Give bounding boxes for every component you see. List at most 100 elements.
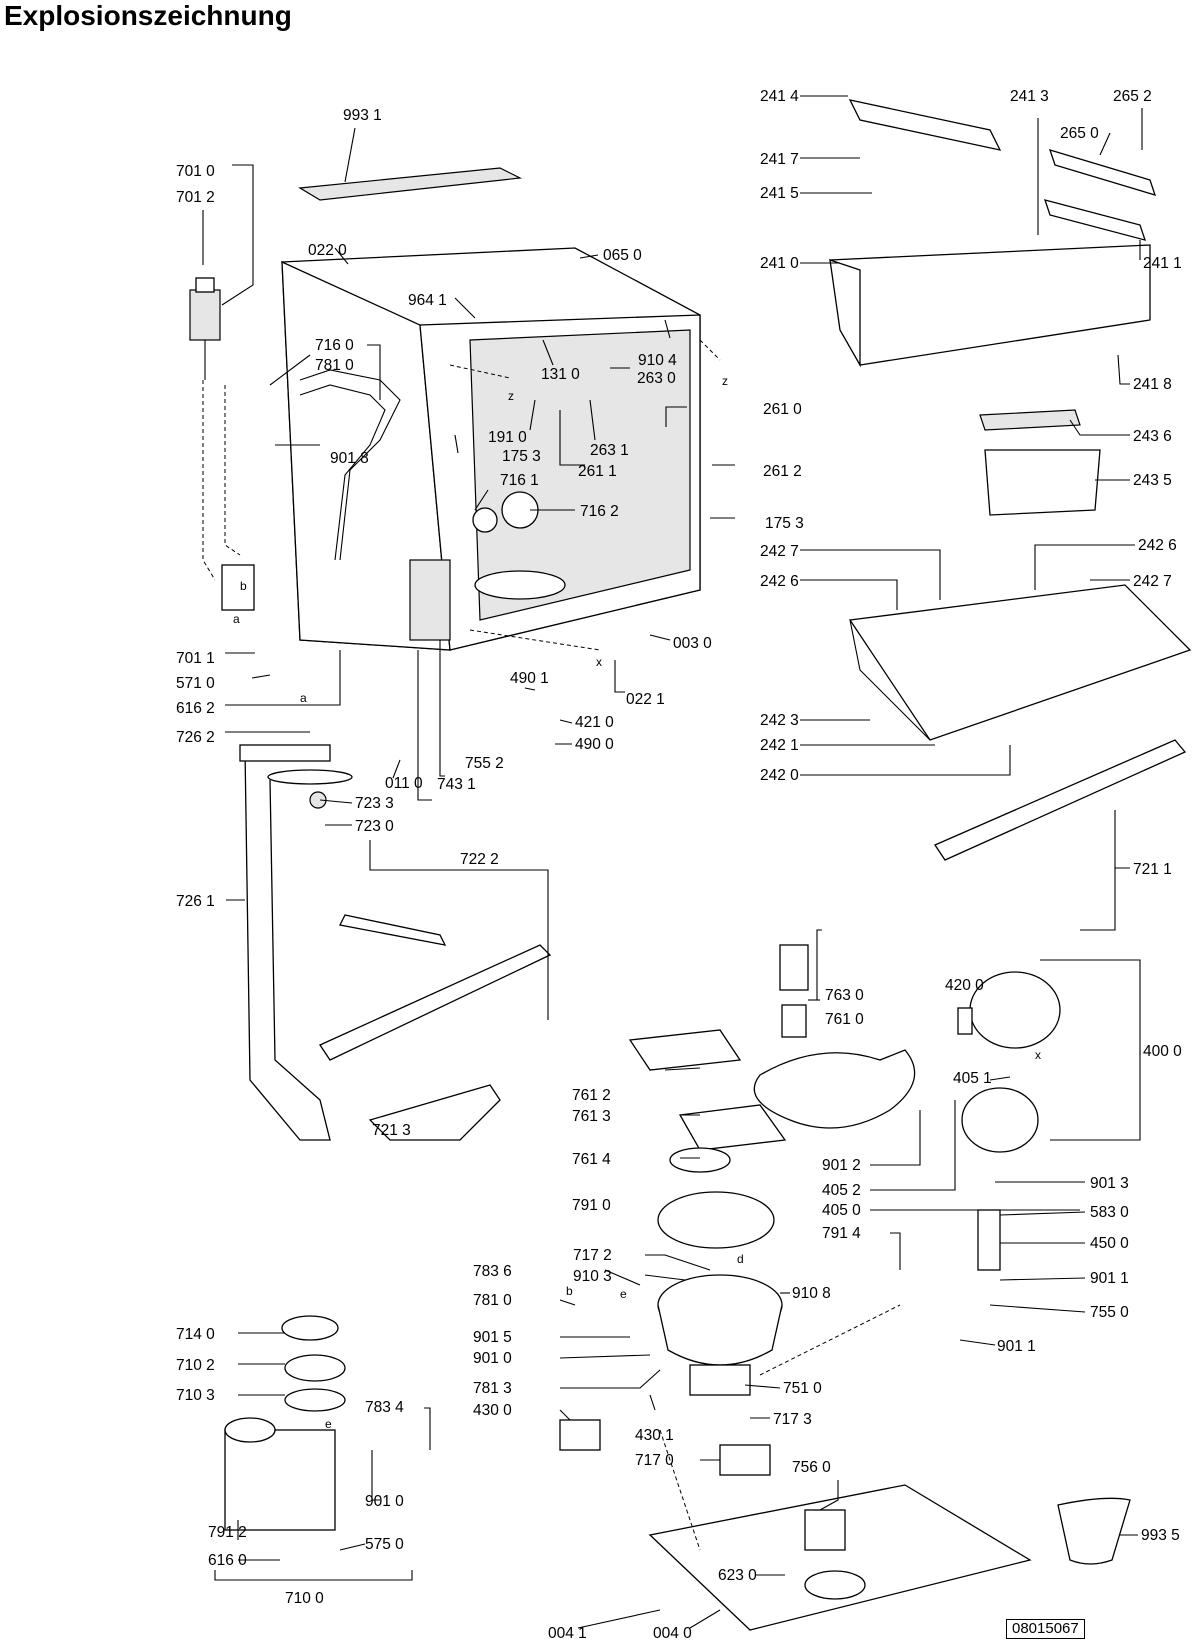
- part-label: 263 0: [637, 370, 676, 387]
- part-label: 065 0: [603, 247, 642, 264]
- part-label: 964 1: [408, 292, 447, 309]
- part-labels: 993 1 701 0 701 2 022 0 065 0 964 1 716 …: [176, 88, 1182, 1642]
- part-label: 241 0: [760, 255, 799, 272]
- part-label: 241 3: [1010, 88, 1049, 105]
- part-label: 716 1: [500, 472, 539, 489]
- marker-letter: x: [596, 655, 602, 669]
- part-label: 011 0: [385, 775, 423, 792]
- part-label: 701 2: [176, 189, 215, 206]
- part-label: 242 3: [760, 712, 799, 729]
- part-label: 791 2: [208, 1524, 247, 1541]
- drawing-number: 08015067: [1006, 1619, 1085, 1639]
- part-label: 993 1: [343, 107, 382, 124]
- part-label: 701 0: [176, 163, 215, 180]
- part-label: 241 1: [1143, 255, 1182, 272]
- part-label: 791 4: [822, 1225, 861, 1242]
- part-label: 901 8: [330, 450, 369, 467]
- part-label: 755 2: [465, 755, 504, 772]
- part-label: 004 0: [653, 1625, 692, 1642]
- part-label: 261 2: [763, 463, 802, 480]
- part-label: 723 3: [355, 795, 394, 812]
- part-label: 131 0: [541, 366, 580, 383]
- part-label: 716 2: [580, 503, 619, 520]
- part-label: 901 5: [473, 1329, 512, 1346]
- part-label: 783 4: [365, 1399, 404, 1416]
- part-label: 761 2: [572, 1087, 611, 1104]
- part-label: 265 2: [1113, 88, 1152, 105]
- marker-letter: d: [737, 1252, 744, 1266]
- part-label: 721 1: [1133, 861, 1172, 878]
- part-label: 723 0: [355, 818, 394, 835]
- part-label: 490 1: [510, 670, 549, 687]
- part-label: 717 0: [635, 1452, 674, 1469]
- part-label: 420 0: [945, 977, 984, 994]
- part-label: 726 1: [176, 893, 215, 910]
- part-label: 901 2: [822, 1157, 861, 1174]
- marker-letter: b: [240, 579, 247, 593]
- part-label: 405 1: [953, 1070, 992, 1087]
- part-label: 761 4: [572, 1151, 611, 1168]
- part-label: 714 0: [176, 1326, 215, 1343]
- part-label: 623 0: [718, 1567, 757, 1584]
- part-label: 781 0: [473, 1292, 512, 1309]
- part-label: 901 0: [473, 1350, 512, 1367]
- part-label: 261 1: [578, 463, 617, 480]
- marker-letter: z: [508, 389, 514, 403]
- part-label: 783 6: [473, 1263, 512, 1280]
- part-label: 450 0: [1090, 1235, 1129, 1252]
- marker-letter: b: [566, 1284, 573, 1298]
- part-label: 191 0: [488, 429, 527, 446]
- part-label: 242 6: [1138, 537, 1177, 554]
- part-label: 003 0: [673, 635, 712, 652]
- part-label: 242 6: [760, 573, 799, 590]
- assembly-markers: z z x b a a x d e b e: [233, 374, 1041, 1431]
- part-label: 400 0: [1143, 1043, 1182, 1060]
- part-label: 242 7: [1133, 573, 1172, 590]
- part-label: 265 0: [1060, 125, 1099, 142]
- part-label: 583 0: [1090, 1204, 1129, 1221]
- part-label: 701 1: [176, 650, 215, 667]
- part-label: 791 0: [572, 1197, 611, 1214]
- part-label: 175 3: [765, 515, 804, 532]
- marker-letter: e: [325, 1417, 332, 1431]
- part-label: 261 0: [763, 401, 802, 418]
- marker-letter: z: [722, 374, 728, 388]
- part-label: 710 0: [285, 1590, 324, 1607]
- part-label: 175 3: [502, 448, 541, 465]
- part-label: 993 5: [1141, 1527, 1180, 1544]
- part-label: 781 3: [473, 1380, 512, 1397]
- part-label: 241 7: [760, 151, 799, 168]
- part-label: 710 3: [176, 1387, 215, 1404]
- part-label: 755 0: [1090, 1304, 1129, 1321]
- part-label: 243 6: [1133, 428, 1172, 445]
- part-label: 022 0: [308, 242, 347, 259]
- page-title: Explosionszeichnung: [4, 0, 292, 31]
- part-label: 241 8: [1133, 376, 1172, 393]
- part-label: 616 2: [176, 700, 215, 717]
- part-label: 004 1: [548, 1625, 587, 1642]
- part-label: 710 2: [176, 1357, 215, 1374]
- part-label: 405 2: [822, 1182, 861, 1199]
- marker-letter: a: [300, 691, 307, 705]
- part-label: 242 7: [760, 543, 799, 560]
- part-label: 751 0: [783, 1380, 822, 1397]
- part-label: 022 1: [626, 691, 665, 708]
- part-label: 901 1: [1090, 1270, 1129, 1287]
- part-label: 242 0: [760, 767, 799, 784]
- part-label: 743 1: [437, 776, 476, 793]
- leader-lines: [202, 95, 1143, 1629]
- part-label: 405 0: [822, 1202, 861, 1219]
- part-label: 726 2: [176, 729, 215, 746]
- part-label: 756 0: [792, 1459, 831, 1476]
- part-label: 761 0: [825, 1011, 864, 1028]
- part-label: 901 3: [1090, 1175, 1129, 1192]
- part-label: 901 1: [997, 1338, 1036, 1355]
- part-label: 243 5: [1133, 472, 1172, 489]
- part-sketches: [189, 99, 1192, 1631]
- part-label: 910 4: [638, 352, 677, 369]
- marker-letter: x: [1035, 1048, 1041, 1062]
- part-label: 241 4: [760, 88, 799, 105]
- part-label: 571 0: [176, 675, 215, 692]
- part-label: 263 1: [590, 442, 629, 459]
